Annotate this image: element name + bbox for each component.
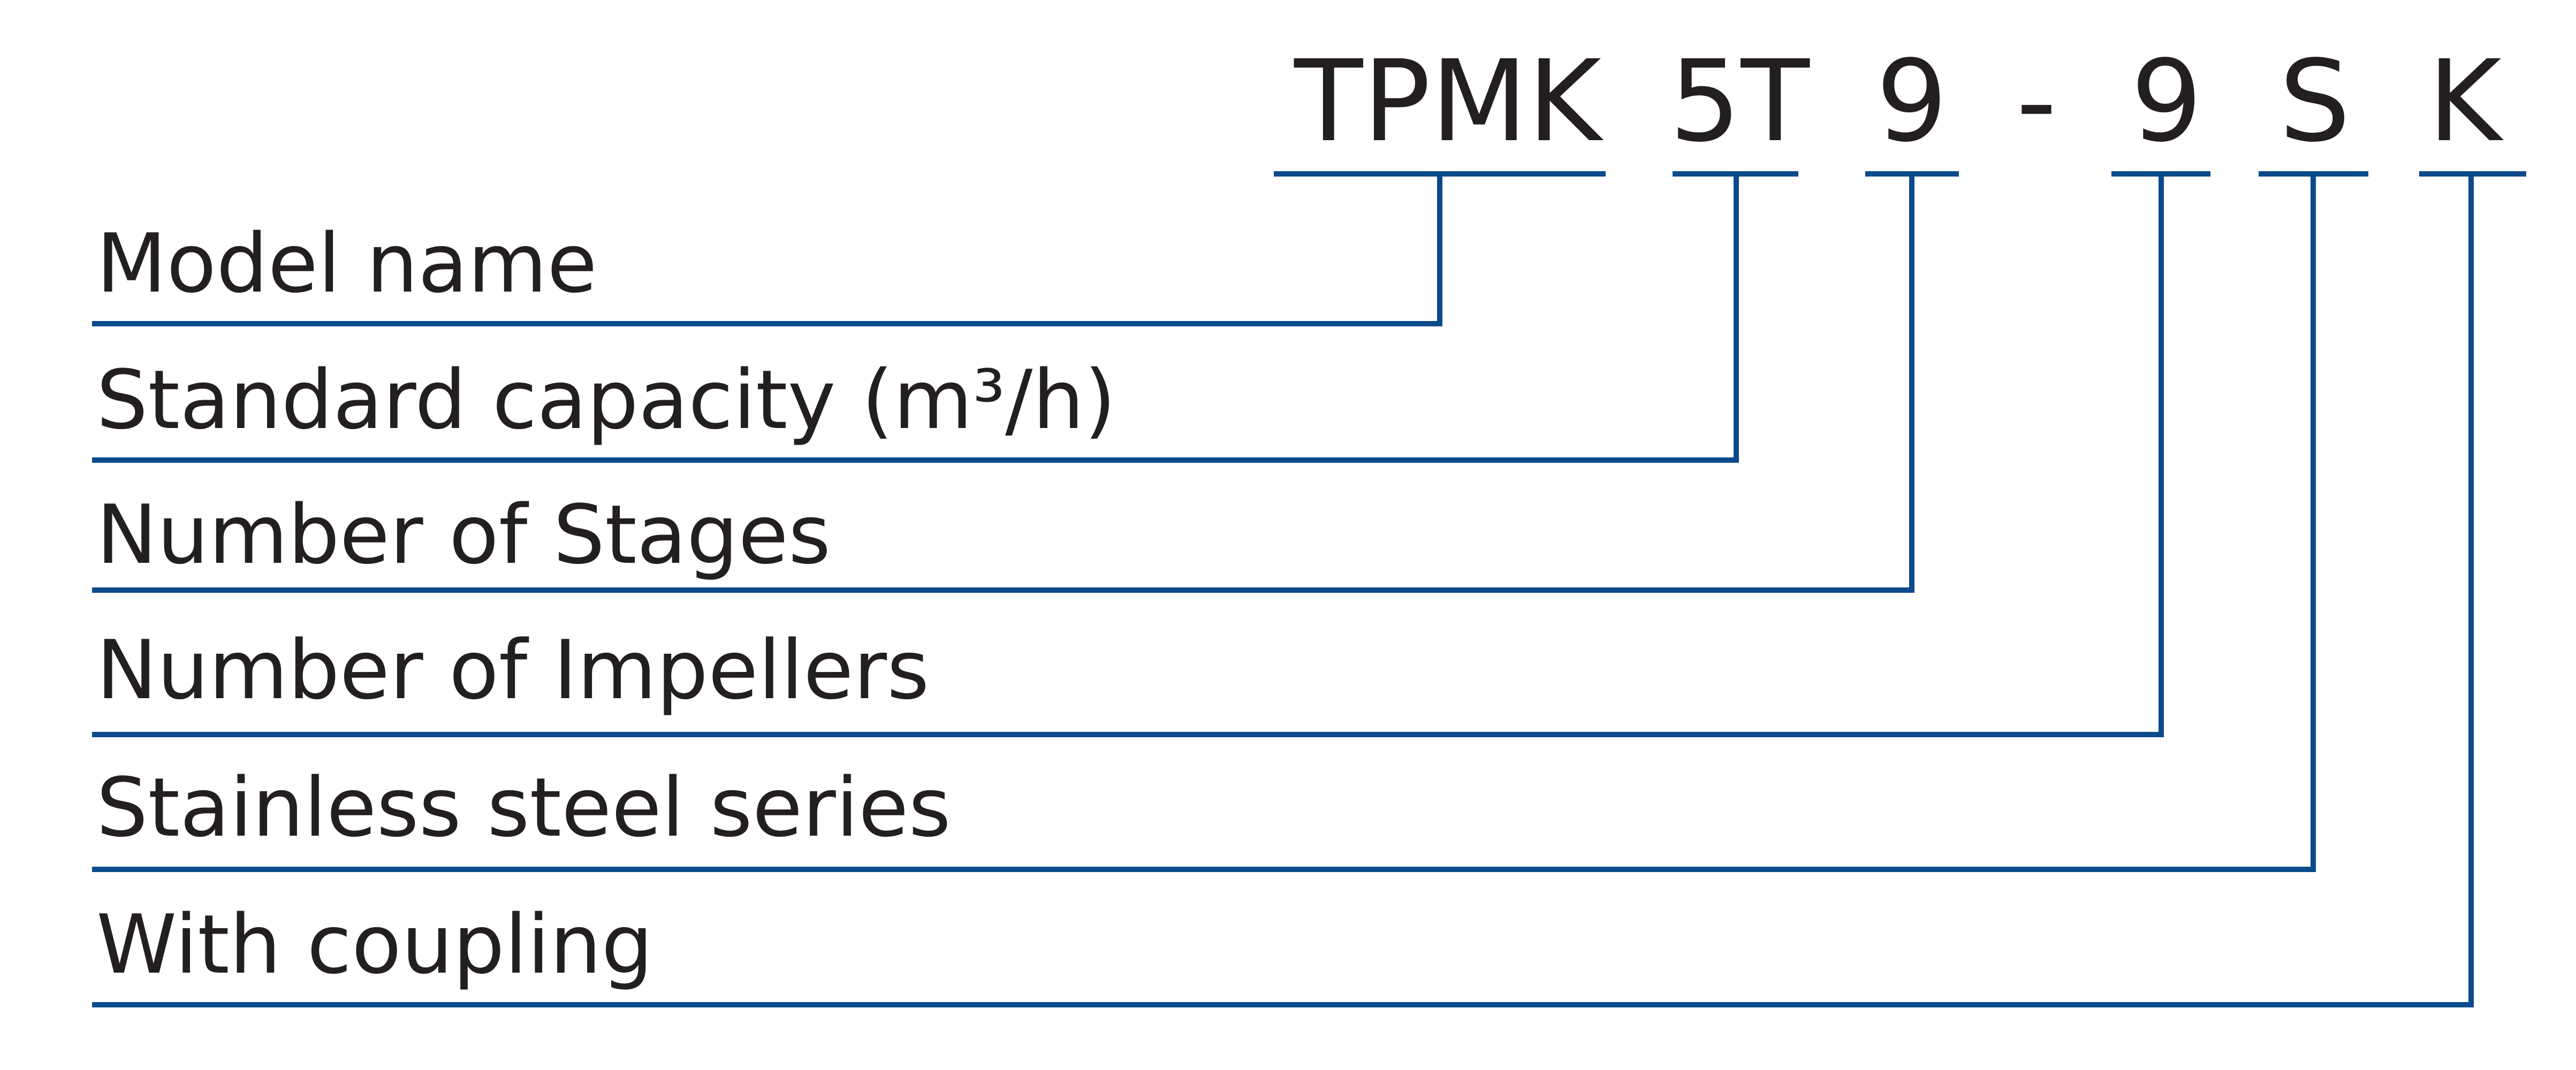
connector-with-coupling [92, 174, 2474, 1007]
connector-number-of-stages [92, 174, 1914, 593]
label-stainless-steel-series: Stainless steel series [96, 760, 951, 855]
connector-stainless-steel-series [92, 174, 2316, 872]
code-segment-coupling: K [2428, 36, 2504, 167]
connector-model-name [92, 174, 1442, 326]
label-standard-capacity: Standard capacity (m³/h) [96, 353, 1116, 447]
code-segment-stainless: S [2279, 36, 2350, 167]
code-segment-model: TPMK [1294, 36, 1604, 167]
connector-number-of-impellers [92, 174, 2164, 737]
code-segment-impellers: 9 [2131, 36, 2202, 167]
code-segment-capacity: 5T [1669, 36, 1810, 167]
label-number-of-stages: Number of Stages [96, 487, 831, 582]
label-with-coupling: With coupling [96, 897, 653, 992]
label-number-of-impellers: Number of Impellers [96, 623, 929, 717]
code-separator: - [2016, 36, 2057, 167]
connector-standard-capacity [92, 174, 1739, 463]
code-segment-stages: 9 [1876, 36, 1948, 167]
label-model-name: Model name [96, 216, 597, 311]
